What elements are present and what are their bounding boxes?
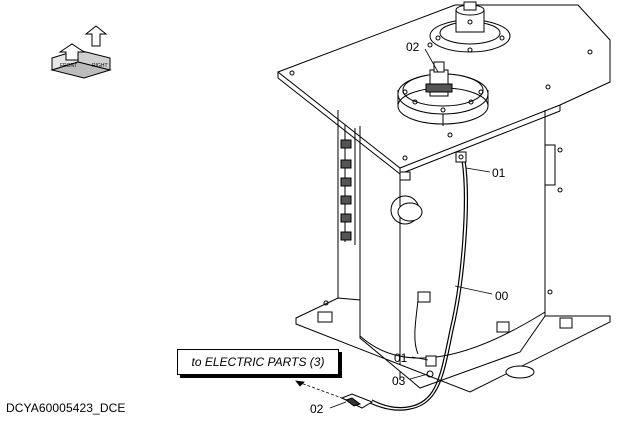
front-label: FRONT — [60, 63, 77, 69]
terminal-strip — [340, 125, 356, 245]
callout-03: 03 — [392, 374, 406, 388]
leader-lines — [295, 48, 493, 409]
top-cap — [429, 1, 511, 53]
base-frame — [295, 289, 611, 393]
callout-02-bottom: 02 — [310, 402, 324, 416]
reference-box: to ELECTRIC PARTS (3) — [177, 349, 339, 375]
callout-02-top: 02 — [406, 40, 420, 54]
callout-01-bottom: 01 — [394, 351, 408, 365]
cable-harness — [369, 151, 468, 411]
right-label: RIGHT — [92, 63, 108, 69]
callout-00: 00 — [495, 289, 509, 303]
orientation-icon: FRONT RIGHT — [50, 25, 112, 79]
connector — [340, 393, 374, 409]
reference-text: to ELECTRIC PARTS (3) — [191, 355, 325, 369]
callout-01-top: 01 — [492, 166, 506, 180]
drawing-code: DCYA60005423_DCE — [6, 401, 126, 415]
sensor-flange — [397, 61, 489, 126]
